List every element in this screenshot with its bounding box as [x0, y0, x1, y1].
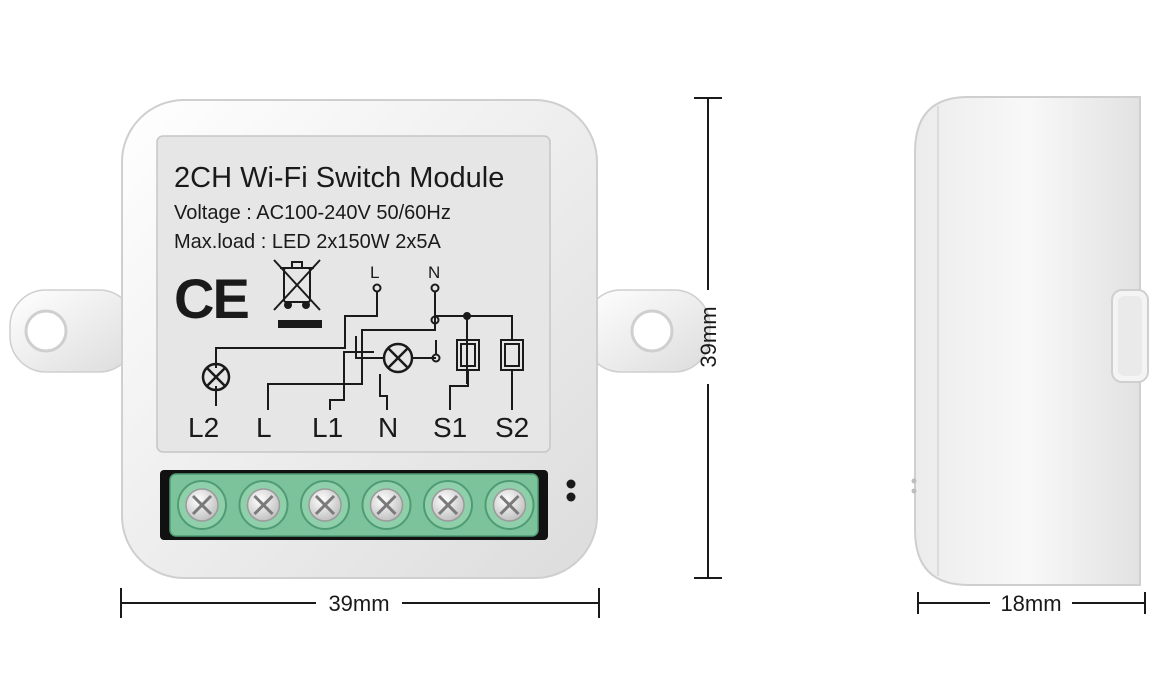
terminal-label: L2: [188, 412, 219, 443]
screw-terminal-icon[interactable]: [484, 480, 535, 530]
terminal-label: L1: [312, 412, 343, 443]
screw-terminal-icon[interactable]: [177, 480, 227, 530]
status-led: [566, 479, 576, 489]
left-mounting-ear: [9, 289, 136, 373]
max-load-spec: Max.load : LED 2x150W 2x5A: [174, 231, 441, 253]
width-dimension: [120, 588, 600, 618]
lamp-icon: [201, 362, 231, 392]
terminal-block: [160, 470, 548, 540]
front-view: 2CH Wi-Fi Switch Module Voltage : AC100-…: [9, 99, 711, 579]
side-housing: [914, 96, 1141, 586]
terminal-label: S1: [433, 412, 467, 443]
terminal-labels: L2 L L1 N S1 S2: [188, 412, 529, 443]
screw-terminal-icon[interactable]: [423, 480, 473, 530]
terminal-label: N: [378, 412, 398, 443]
screw-terminal-icon[interactable]: [361, 480, 412, 530]
width-dimension-label: 39mm: [328, 591, 389, 616]
screw-terminal-icon[interactable]: [300, 480, 350, 530]
right-mounting-ear: [584, 289, 711, 373]
voltage-spec: Voltage : AC100-240V 50/60Hz: [174, 202, 451, 224]
status-led: [566, 492, 576, 502]
depth-dimension: [917, 592, 1146, 614]
terminal-label: S2: [495, 412, 529, 443]
weee-bin-icon: [273, 259, 322, 328]
supply-label-l: L: [370, 263, 379, 282]
wiring-diagram: L N: [215, 263, 524, 410]
ce-mark-text: CE: [174, 267, 248, 330]
height-dimension: [694, 97, 722, 579]
product-title: 2CH Wi-Fi Switch Module: [174, 162, 504, 194]
ce-mark-icon: CE: [174, 267, 250, 330]
label-plate: [156, 135, 551, 453]
side-view: [911, 96, 1149, 586]
supply-label-n: N: [428, 263, 440, 282]
lamp-icon: [382, 342, 414, 374]
depth-dimension-label: 18mm: [1000, 591, 1061, 616]
terminal-label: L: [256, 412, 272, 443]
height-dimension-label: 39mm: [696, 306, 721, 367]
screw-terminal-icon[interactable]: [238, 480, 289, 530]
